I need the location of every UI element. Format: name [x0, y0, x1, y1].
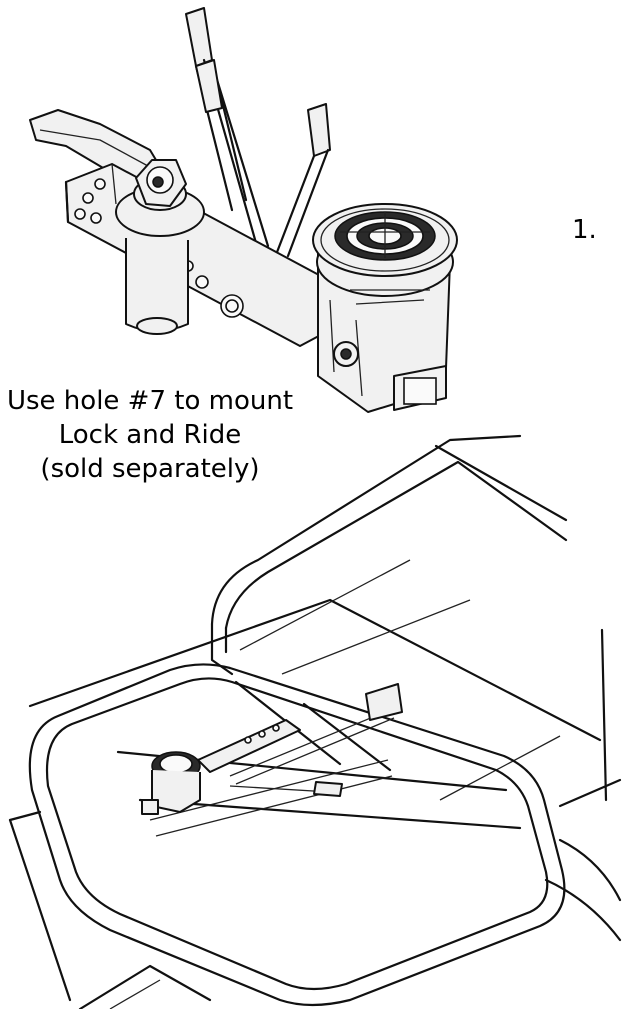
step-number: 1.: [572, 215, 597, 245]
caption-line-3: (sold separately): [40, 454, 260, 484]
bracket-bar: [64, 163, 333, 347]
caption-line-2: Lock and Ride: [58, 420, 242, 450]
short-handle: [272, 103, 331, 262]
pivot-knob: [115, 159, 205, 237]
caption-text: Use hole #7 to mount Lock and Ride (sold…: [0, 384, 300, 486]
tall-handle: [185, 7, 270, 252]
seat-base-illustration: [8, 434, 622, 1009]
caption-line-1: Use hole #7 to mount: [6, 386, 294, 416]
lock-housing: [312, 203, 458, 413]
pivot-cylinder: [125, 238, 189, 335]
